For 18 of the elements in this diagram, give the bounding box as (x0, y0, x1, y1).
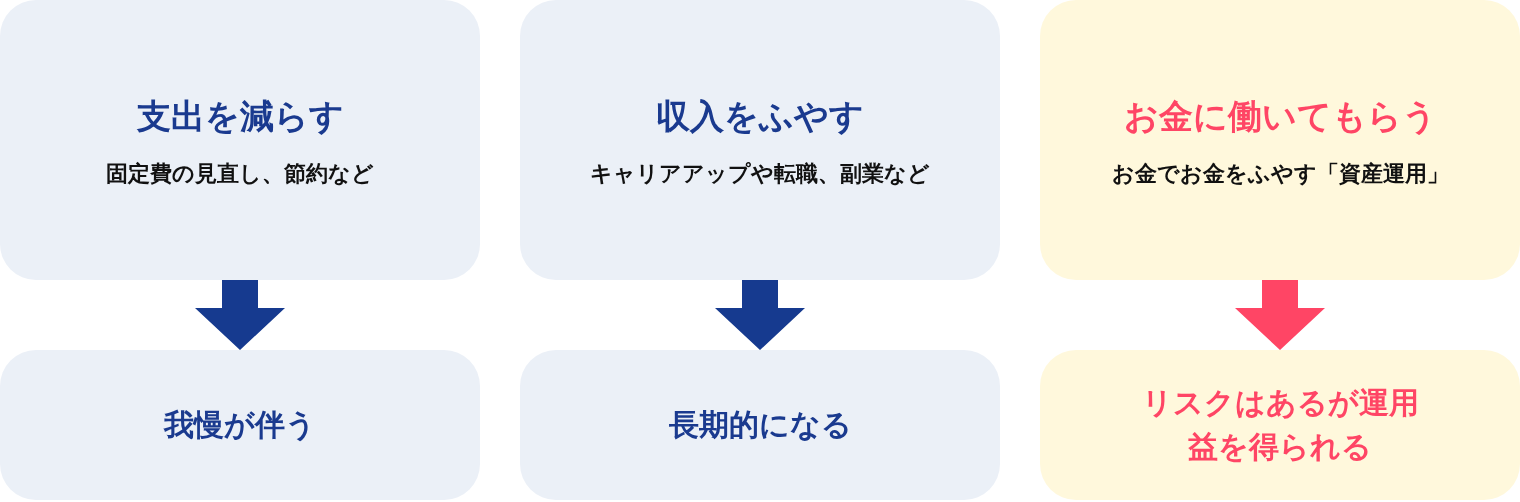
down-arrow (715, 280, 805, 350)
method-heading: 収入をふやす (656, 95, 864, 138)
method-description: 固定費の見直し、節約など (105, 160, 375, 188)
method-description: キャリアアップや転職、副業など (589, 160, 931, 188)
method-box (520, 0, 1000, 280)
method-box (1040, 0, 1520, 280)
result-text: 我慢が伴う (162, 406, 317, 444)
result-text: 長期的になる (667, 406, 853, 444)
method-box (0, 0, 480, 280)
method-description: お金でお金をふやす「資産運用」 (1110, 160, 1450, 188)
down-arrow (195, 280, 285, 350)
result-box (1040, 350, 1520, 500)
method-heading: お金に働いてもらう (1123, 95, 1437, 138)
result-box (520, 350, 1000, 500)
down-arrow (1235, 280, 1325, 350)
method-heading: 支出を減らす (136, 95, 344, 138)
result-text: リスクはあるが運用益を得られる (1140, 384, 1420, 466)
result-box (0, 350, 480, 500)
